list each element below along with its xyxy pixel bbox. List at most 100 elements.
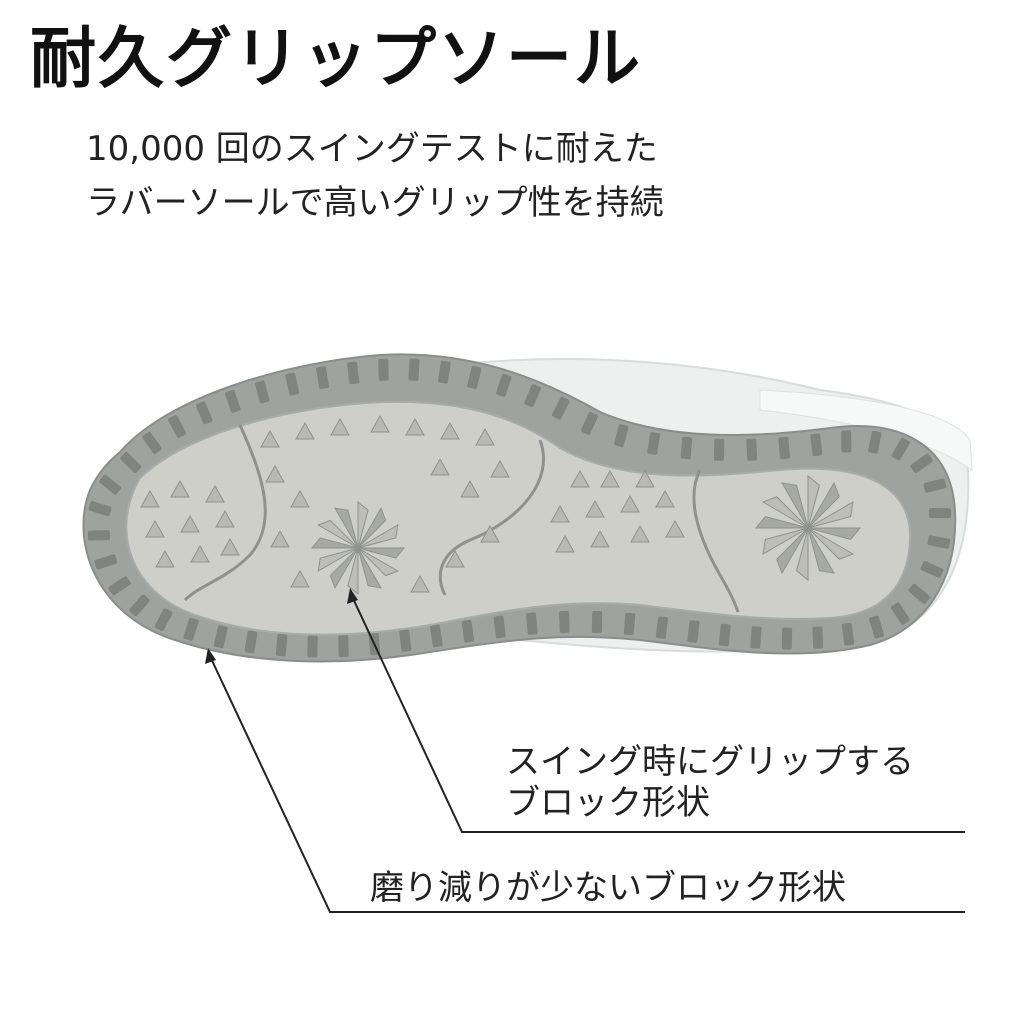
stud: [170, 479, 190, 498]
lug: [891, 602, 910, 625]
stud: [655, 489, 675, 508]
lug: [581, 411, 598, 435]
lug: [781, 627, 793, 650]
pivot-segment: [807, 481, 840, 529]
pivot-segment: [357, 500, 369, 549]
lug: [285, 372, 300, 396]
lug: [750, 626, 762, 649]
pivot-segment: [781, 482, 809, 529]
stud: [180, 514, 200, 533]
stud: [490, 459, 510, 478]
stud: [550, 504, 570, 523]
stud: [220, 537, 240, 556]
pivot-segment: [310, 537, 359, 549]
stud: [370, 414, 390, 433]
lug: [868, 430, 882, 454]
lug: [927, 535, 951, 549]
stud: [585, 499, 605, 518]
stud: [190, 544, 210, 563]
lug: [718, 623, 731, 647]
lug: [316, 366, 330, 390]
pivot-segment: [357, 547, 399, 577]
subtitle-line-2: ラバーソールで高いグリップ性を持続: [86, 183, 664, 223]
midfoot-divider-left: [438, 439, 545, 596]
stud: [475, 427, 495, 446]
midfoot-divider-right: [692, 469, 740, 613]
pivot-segment: [807, 527, 855, 560]
lug: [591, 611, 603, 634]
stud: [290, 569, 310, 588]
lug: [275, 633, 288, 657]
lug: [841, 430, 852, 453]
lug: [920, 560, 944, 578]
lug: [307, 635, 318, 658]
lug: [196, 401, 213, 425]
stud: [265, 464, 285, 483]
stud: [460, 479, 480, 498]
pivot-segment: [357, 547, 382, 589]
lug: [551, 396, 570, 420]
stud: [620, 494, 640, 513]
lug: [168, 415, 186, 438]
lug: [213, 625, 228, 649]
grip-block-leader-line: [349, 591, 965, 833]
stud: [155, 549, 175, 568]
lug: [614, 424, 629, 448]
lug: [778, 436, 790, 460]
pivot-segment: [776, 527, 809, 575]
lug: [129, 594, 150, 617]
wear-block-callout: 磨り減りが少ないブロック形状: [370, 868, 846, 908]
pivot-segment: [795, 527, 809, 582]
grip-block-callout: スイング時にグリップする ブロック形状: [506, 742, 914, 825]
lug: [108, 576, 131, 596]
shoe-upper-heel: [759, 389, 973, 472]
lug: [94, 554, 118, 570]
pivot-segment: [334, 507, 359, 549]
lug: [87, 530, 111, 541]
lug: [338, 634, 349, 658]
stud: [635, 469, 655, 488]
pivot-segment: [807, 474, 821, 529]
stud: [445, 549, 465, 568]
grip-block-callout-line-2: ブロック形状: [506, 783, 710, 824]
pivot-segment: [761, 496, 809, 529]
lug: [655, 616, 669, 639]
heel-pivot-block: [754, 474, 862, 582]
page-title: 耐久グリップソール: [30, 20, 642, 97]
stud: [590, 529, 610, 548]
lug: [908, 583, 931, 604]
stud: [295, 421, 315, 440]
lug: [687, 620, 700, 643]
lug: [714, 438, 725, 461]
lug: [647, 432, 661, 455]
pivot-segment: [357, 524, 399, 549]
pivot-segment: [347, 547, 359, 596]
perimeter-lugs: [87, 358, 952, 658]
lug: [929, 508, 952, 519]
pivot-segment: [357, 507, 387, 549]
lug: [496, 373, 512, 397]
lug: [99, 474, 121, 495]
stud: [270, 529, 290, 548]
grip-block-callout-line-1: スイング時にグリップする: [506, 742, 914, 782]
lug: [812, 626, 824, 649]
lug: [467, 365, 482, 389]
lug: [408, 358, 420, 381]
lug: [244, 630, 258, 654]
stud: [480, 524, 500, 543]
grip-block-arrowhead: [347, 588, 358, 604]
stud: [630, 524, 650, 543]
pivot-segment: [807, 501, 854, 529]
lug: [910, 453, 933, 474]
stud: [665, 519, 685, 538]
stud: [600, 469, 620, 488]
lug: [891, 437, 910, 461]
pivot-segment: [762, 527, 809, 555]
lug: [88, 501, 112, 517]
stud: [145, 519, 165, 538]
lug: [869, 615, 884, 639]
lug: [429, 624, 443, 648]
stud: [215, 509, 235, 528]
pivot-segment: [317, 547, 359, 572]
